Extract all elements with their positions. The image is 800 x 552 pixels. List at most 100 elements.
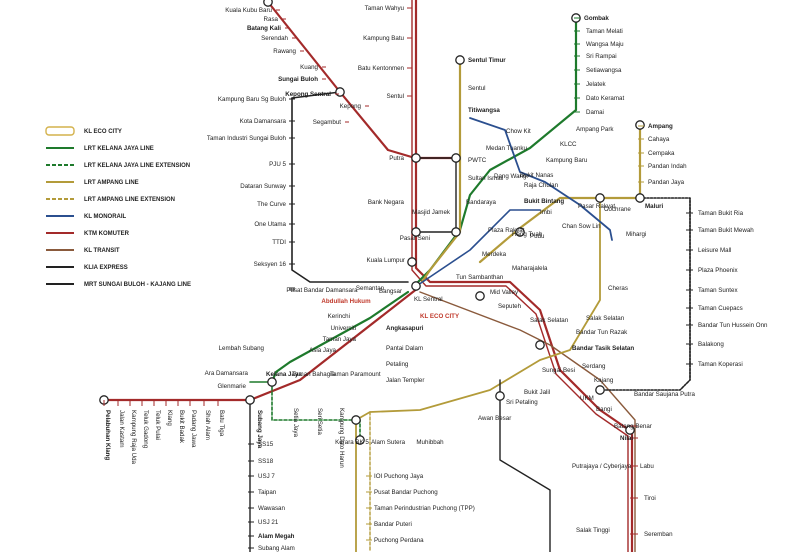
interchange-station[interactable] (635, 193, 645, 203)
interchange-station[interactable] (245, 395, 255, 405)
station-label-kepong-sentral: Kepong Sentral (285, 91, 331, 98)
legend-item-lrt-kelana-jaya-line-extension: LRT KELANA JAYA LINE EXTENSION (46, 163, 190, 169)
station-label-titiwangsa: Titiwangsa (468, 107, 500, 114)
station-label-taman-bukit-ria: Taman Bukit Ria (698, 210, 744, 217)
interchange-station[interactable] (451, 153, 461, 163)
transit-line (419, 291, 636, 552)
legend-label: LRT KELANA JAYA LINE EXTENSION (84, 163, 190, 169)
mrt-east-line (599, 197, 691, 391)
station-label-muhibbah: Muhibbah (416, 439, 444, 446)
station-label-ss15: SS15 (258, 441, 274, 448)
ktm-west-line (102, 286, 420, 402)
station-label-chan-sow-lin: Chan Sow Lin (562, 223, 601, 230)
station-label-kota-damansara: Kota Damansara (240, 118, 287, 125)
interchange-station[interactable] (595, 193, 605, 203)
station-label-damai: Damai (586, 109, 604, 116)
station-label-serendah: Serendah (261, 35, 288, 42)
station-label-balakong: Balakong (698, 341, 724, 348)
station-label-labu: Labu (640, 463, 654, 470)
interchange-station[interactable] (535, 340, 545, 350)
station-label-bandar-tun-hussein-onn: Bandar Tun Hussein Onn (698, 322, 768, 329)
station-label-imbi: Imbi (540, 209, 552, 216)
station-label-bangsar: Bangsar (379, 288, 402, 295)
interchange-station[interactable] (495, 391, 505, 401)
interchange-station[interactable] (515, 227, 525, 237)
interchange-station[interactable] (411, 281, 421, 291)
station-label-kerinchi: Kerinchi (328, 313, 350, 320)
legend-item-kl-monorail: KL MONORAIL (46, 214, 127, 220)
station-label-taipan: Taipan (258, 489, 277, 496)
station-label-teluk-gadong: Teluk Gadong (142, 410, 149, 449)
station-label-alam-megah: Alam Megah (258, 533, 295, 540)
interchange-station[interactable] (455, 55, 465, 65)
station-label-kampung-baru-sg-buloh: Kampung Baru Sg Buloh (218, 96, 287, 103)
station-label-kuala-kubu-baru: Kuala Kubu Baru (225, 7, 272, 14)
interchange-station[interactable] (411, 227, 421, 237)
station-label-ampang-park: Ampang Park (576, 126, 614, 133)
station-label-dato-keramat: Dato Keramat (586, 95, 624, 102)
interchange-station[interactable] (595, 385, 605, 395)
station-label-bukit-nanas: Bukit Nanas (520, 172, 553, 179)
station-label-ukm: UKM (580, 395, 594, 402)
station-label-merdeka: Merdeka (482, 251, 507, 258)
interchange-station[interactable] (351, 415, 361, 425)
station-label-puchong-perdana: Puchong Perdana (374, 537, 424, 544)
interchange-station[interactable] (411, 153, 421, 163)
legend-label: LRT KELANA JAYA LINE (84, 146, 154, 152)
station-label-plaza-rakyat: Plaza Rakyat (488, 227, 525, 234)
interchange-station[interactable] (263, 0, 273, 7)
station-label-usj-21: USJ 21 (258, 519, 279, 526)
interchange-station[interactable] (335, 87, 345, 97)
monorail-sentral (417, 209, 541, 286)
station-label-maharajalela: Maharajalela (512, 265, 548, 272)
station-label-taman-perindustrian-puchong-tpp: Taman Perindustrian Puchong (TPP) (374, 505, 475, 512)
legend-label: KL ECO CITY (84, 129, 122, 135)
interchange-station[interactable] (355, 435, 365, 445)
station-label-chow-kit: Chow Kit (506, 128, 531, 135)
station-label-pusat-bandar-damansara: Pusat Bandar Damansara (286, 287, 358, 294)
station-label-bukit-bintang: Bukit Bintang (524, 198, 564, 205)
station-label-taman-suntex: Taman Suntex (698, 287, 738, 294)
station-label-the-curve: The Curve (257, 201, 286, 208)
legend-swatch (45, 126, 75, 136)
station-label-tun-sambanthan: Tun Sambanthan (456, 274, 504, 281)
station-label-pandan-jaya: Pandan Jaya (648, 179, 685, 186)
station-label-mihargi: Mihargi (626, 231, 646, 238)
station-label-plaza-phoenix: Plaza Phoenix (698, 267, 738, 274)
monorail-line (469, 117, 613, 241)
legend-item-klia-express: KLIA EXPRESS (46, 265, 128, 271)
interchange-station[interactable] (451, 227, 461, 237)
station-label-subang-alam: Subang Alam (258, 545, 295, 552)
station-label-batang-benar: Batang Benar (614, 423, 652, 430)
station-label-glenmarie: Glenmarie (217, 383, 246, 390)
station-label-bandar-puteri: Bandar Puteri (374, 521, 412, 528)
interchange-station[interactable] (635, 120, 645, 130)
station-label-bukit-jalil: Bukit Jalil (524, 389, 550, 396)
station-label-kerara-bk-5: Kerara BK 5 (335, 439, 369, 446)
station-label-ss18: SS18 (258, 458, 274, 465)
station-label-kepong: Kepong (340, 103, 362, 110)
legend-label: KTM KOMUTER (84, 231, 130, 237)
ampang-south-line (355, 197, 601, 552)
station-label-gombak: Gombak (584, 15, 609, 22)
legend-item-lrt-ampang-line: LRT AMPANG LINE (46, 180, 139, 186)
station-label-bandar-tasik-selatan: Bandar Tasik Selatan (572, 345, 634, 352)
station-label-padang-jawa: Padang Jawa (190, 410, 197, 448)
station-label-seputeh: Seputeh (498, 303, 522, 310)
station-label-pelabuhan-klang: Pelabuhan Klang (104, 410, 111, 460)
station-label-jelatek: Jelatek (586, 81, 607, 88)
station-label-pju-5: PJU 5 (269, 161, 286, 168)
station-label-putra: Putra (389, 155, 404, 162)
station-label-jalan-kastam: Jalan Kastam (118, 410, 125, 448)
interchange-station[interactable] (475, 291, 485, 301)
station-label-taman-wahyu: Taman Wahyu (365, 5, 405, 12)
station-label-kuang: Kuang (300, 64, 318, 71)
station-label-sentul: Sentul (386, 93, 404, 100)
station-label-seremban: Seremban (644, 531, 673, 538)
station-label-ara-damansara: Ara Damansara (205, 370, 249, 377)
interchange-station[interactable] (267, 377, 277, 387)
station-label-dataran-sunway: Dataran Sunway (240, 183, 287, 190)
interchange-station[interactable] (407, 257, 417, 267)
ktm-east-line-2 (411, 0, 629, 552)
legend-label: LRT AMPANG LINE (84, 180, 139, 186)
